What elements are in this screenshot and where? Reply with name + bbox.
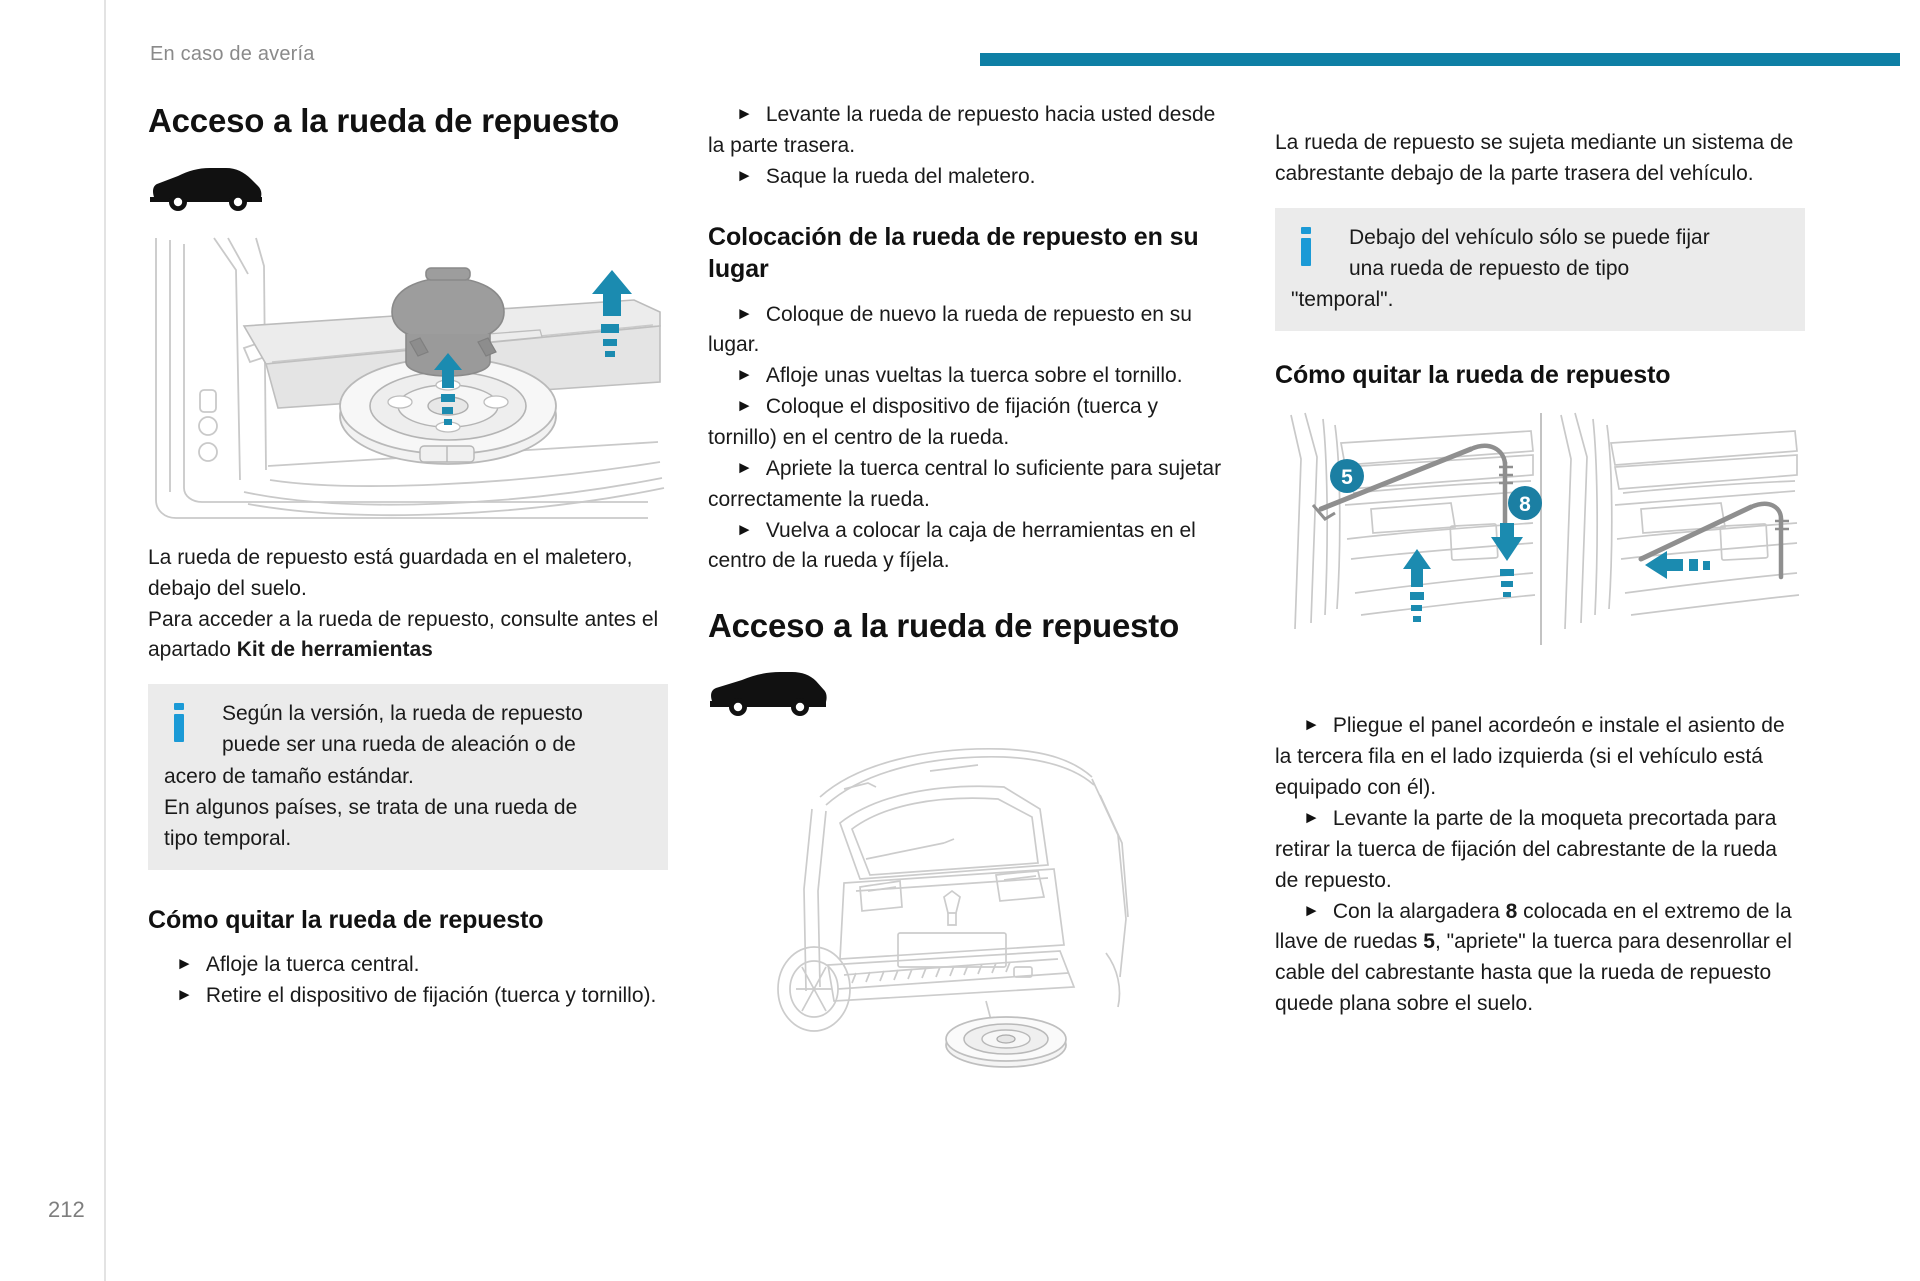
col1-steps-list: ► Afloje la tuerca central. ► Retire el di…: [148, 950, 668, 1012]
page-number: 212: [48, 1197, 85, 1222]
trunk-open-spare-wheel-illustration: [148, 229, 668, 525]
suv-rear-spare-wheel-illustration: [708, 739, 1228, 1070]
col3-paragraph-1: La rueda de repuesto se sujeta mediante …: [1275, 131, 1794, 185]
arrow-bullet-icon: ►: [1303, 808, 1320, 828]
col1-notice-line-4: En algunos países, se trata de una rueda…: [164, 795, 578, 819]
svg-text:8: 8: [1519, 493, 1531, 516]
col2-placement-steps-list: ►Coloque de nuevo la rueda de repuesto e…: [708, 300, 1228, 578]
list-item-text: Saque la rueda del maletero.: [765, 164, 1036, 188]
svg-text:5: 5: [1341, 466, 1353, 489]
list-item: ►Vuelva a colocar la caja de herramienta…: [708, 516, 1228, 578]
arrow-bullet-icon: ►: [176, 954, 193, 974]
callout-ref-5: 5: [1423, 930, 1435, 954]
list-item-text-part: Con la alargadera: [1332, 899, 1506, 923]
callout-ref-8: 8: [1505, 899, 1518, 923]
list-item-text: Retire el dispositivo de fijación (tuerc…: [205, 984, 657, 1008]
list-item-text-part: colocada en el extremo de la llave de ru…: [1275, 899, 1792, 954]
arrow-bullet-icon: ►: [736, 519, 753, 539]
list-item: ►Levante la rueda de repuesto hacia uste…: [708, 100, 1228, 162]
col1-notice-line-2: puede ser una rueda de aleación o de: [222, 733, 576, 757]
arrow-bullet-icon: ►: [736, 396, 753, 416]
list-item-text: Coloque el dispositivo de fijación (tuer…: [708, 395, 1159, 450]
list-item: ► Retire el dispositivo de fijación (tuer…: [148, 981, 668, 1012]
list-item: ►Levante la parte de la moqueta precorta…: [1275, 804, 1805, 897]
list-item-text: Vuelva a colocar la caja de herramientas…: [708, 518, 1196, 573]
col2-placement-heading: Colocación de la rueda de repuesto en su…: [708, 222, 1199, 284]
list-item: ►Coloque el dispositivo de fijación (tue…: [708, 392, 1228, 454]
column-one: Acceso a la rueda de repuesto: [148, 100, 668, 1012]
col1-paragraph-2-text: Para acceder a la rueda de repuesto, con…: [148, 607, 659, 662]
list-item: ► Con la alargadera 8 colocada en el extr…: [1275, 897, 1805, 1020]
arrow-bullet-icon: ►: [736, 457, 753, 477]
arrow-bullet-icon: ►: [736, 165, 753, 185]
list-item-text: Coloque de nuevo la rueda de repuesto en…: [708, 302, 1192, 357]
col3-notice-box: Debajo del vehículo sólo se puede fijar …: [1275, 207, 1805, 331]
boot-winch-tool-illustration: 5 8: [1275, 409, 1805, 690]
running-head: En caso de avería: [150, 43, 315, 65]
list-item: ►Coloque de nuevo la rueda de repuesto e…: [708, 300, 1228, 362]
column-three: La rueda de repuesto se sujeta mediante …: [1275, 100, 1805, 1020]
col1-notice-line-5: tipo temporal.: [164, 826, 292, 850]
col1-notice-line-3: acero de tamaño estándar.: [164, 764, 414, 788]
col1-notice-box: Según la versión, la rueda de repuesto p…: [148, 684, 668, 870]
list-item: ► Saque la rueda del maletero.: [708, 162, 1228, 193]
col3-notice-line-1: Debajo del vehículo sólo se puede fijar: [1349, 225, 1710, 249]
list-item: ► Afloje unas vueltas la tuerca sobre el …: [708, 361, 1228, 392]
page-title: Acceso a la rueda de repuesto: [148, 102, 620, 139]
arrow-bullet-icon: ►: [736, 303, 753, 323]
list-item: ►Apriete la tuerca central lo suficiente…: [708, 454, 1228, 516]
column-two: ►Levante la rueda de repuesto hacia uste…: [708, 100, 1228, 1070]
arrow-bullet-icon: ►: [176, 985, 193, 1005]
list-item-text: Levante la parte de la moqueta precortad…: [1275, 807, 1777, 892]
col3-steps-list: ►Pliegue el panel acordeón e instale el …: [1275, 711, 1805, 1020]
arrow-bullet-icon: ►: [1303, 715, 1320, 735]
list-item-text: Apriete la tuerca central lo suficiente …: [708, 456, 1222, 511]
col2-top-steps-list: ►Levante la rueda de repuesto hacia uste…: [708, 100, 1228, 193]
col1-paragraph-2-bold: Kit de herramientas: [236, 638, 433, 662]
col3-notice-line-2: una rueda de repuesto de tipo: [1349, 256, 1630, 280]
callout-8: 8: [1508, 486, 1542, 521]
left-gutter-rule: [104, 0, 106, 1281]
col2-title: Acceso a la rueda de repuesto: [708, 607, 1180, 645]
list-item-text: Afloje unas vueltas la tuerca sobre el t…: [765, 364, 1183, 388]
col1-notice-line-1: Según la versión, la rueda de repuesto: [222, 702, 583, 726]
col3-notice-line-3: "temporal".: [1291, 287, 1394, 311]
col1-paragraph-1: La rueda de repuesto está guardada en el…: [148, 545, 633, 600]
list-item: ► Afloje la tuerca central.: [148, 950, 668, 981]
col1-paragraph-2: Para acceder a la rueda de repuesto, con…: [148, 605, 668, 667]
arrow-bullet-icon: ►: [736, 365, 753, 385]
arrow-bullet-icon: ►: [736, 104, 753, 123]
callout-5: 5: [1330, 459, 1364, 494]
suv-silhouette-icon: [708, 669, 1228, 717]
col3-section-heading: Cómo quitar la rueda de repuesto: [1275, 360, 1671, 389]
hatchback-silhouette-icon: [148, 164, 668, 212]
arrow-bullet-icon: ►: [1303, 900, 1320, 920]
header-accent-rule: [980, 53, 1900, 66]
list-item: ►Pliegue el panel acordeón e instale el …: [1275, 711, 1805, 804]
info-icon: [1301, 226, 1311, 266]
list-item-text: Levante la rueda de repuesto hacia usted…: [708, 103, 1216, 157]
col1-section-heading: Cómo quitar la rueda de repuesto: [148, 905, 544, 934]
list-item-text: Pliegue el panel acordeón e instale el a…: [1275, 714, 1785, 800]
list-item-text: Afloje la tuerca central.: [205, 953, 420, 977]
info-icon: [174, 703, 184, 743]
list-item-text-part: , "apriete" la tuerca para desenrollar e…: [1275, 930, 1792, 1016]
